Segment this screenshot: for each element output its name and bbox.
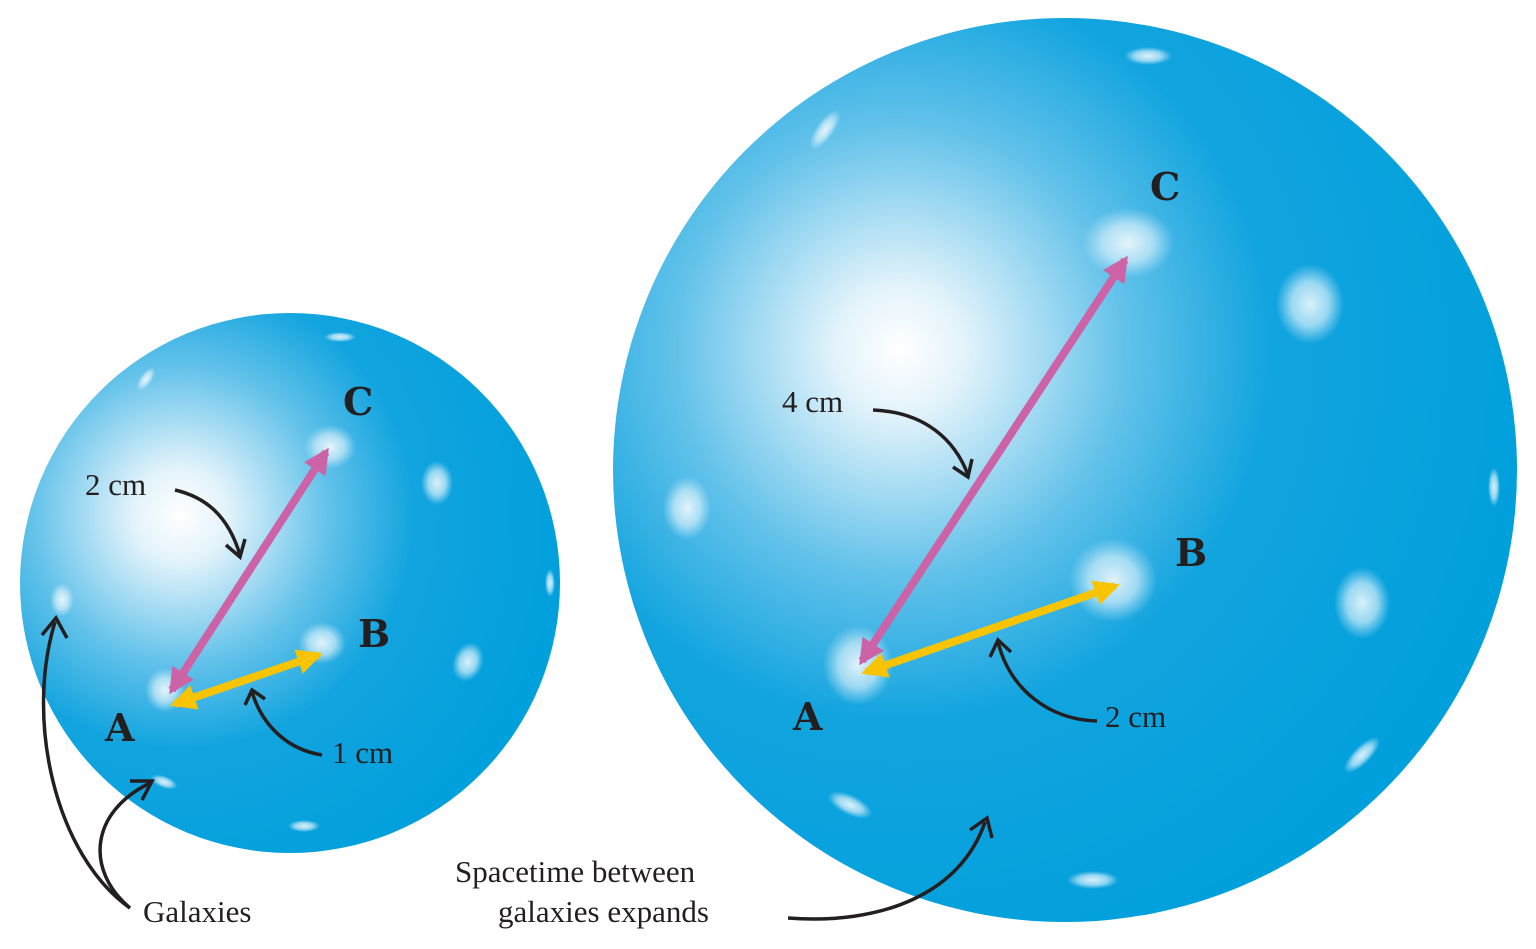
galaxies-annotation: Galaxies: [40, 614, 251, 929]
galaxies-pointer-long-head: [40, 614, 69, 639]
galaxy: [288, 820, 320, 832]
galaxy: [304, 425, 356, 469]
galaxies-pointer-short-head: [130, 779, 155, 801]
pointer-arrowhead-2cm: [224, 538, 247, 561]
large-label-c: C: [1150, 164, 1180, 209]
pointer-arrow-2cm-large: [996, 641, 1098, 723]
pointer-arrow-4cm: [872, 408, 970, 476]
galaxy: [1069, 538, 1157, 622]
galaxies-pointer-long: [41, 621, 132, 910]
pointer-arrowhead-2cm-large: [988, 637, 1013, 658]
galaxy: [1334, 567, 1390, 639]
pointer-arrow-2cm: [174, 488, 242, 556]
expansion-caption-line2: galaxies expands: [498, 894, 709, 929]
galaxies-caption: Galaxies: [143, 894, 251, 929]
small-sphere-body: [20, 313, 560, 853]
galaxy: [421, 461, 453, 505]
arrow-a-b-small: [170, 649, 323, 710]
large-distance-ab: 2 cm: [1105, 699, 1166, 734]
galaxy: [545, 569, 555, 597]
large-label-a: A: [792, 694, 823, 739]
small-distance-ab: 1 cm: [332, 735, 393, 770]
expansion-pointer-head: [968, 815, 994, 839]
galaxy: [1067, 871, 1119, 889]
arrow-a-b-large: [861, 580, 1120, 678]
galaxy: [452, 642, 484, 682]
large-distance-ac: 4 cm: [782, 384, 843, 419]
small-label-a: A: [104, 705, 135, 750]
galaxy: [1276, 264, 1344, 344]
galaxy: [1488, 467, 1500, 507]
small-label-c: C: [343, 379, 373, 424]
expansion-caption-line1: Spacetime between: [455, 854, 696, 889]
pointer-arrow-1cm: [250, 691, 323, 757]
galaxy: [150, 774, 178, 790]
galaxy: [809, 109, 841, 151]
pointer-arrowhead-1cm: [243, 687, 266, 706]
galaxy: [136, 367, 156, 391]
small-distance-ac: 2 cm: [85, 467, 146, 502]
galaxy: [1343, 736, 1381, 774]
galaxy: [827, 791, 873, 819]
small-label-b: B: [358, 611, 390, 656]
small-sphere: C B A 2 cm 1 cm: [20, 313, 560, 853]
galaxies-pointer-short: [98, 781, 151, 910]
large-sphere-body: [613, 18, 1517, 922]
large-label-b: B: [1175, 530, 1207, 575]
galaxy: [324, 332, 356, 342]
galaxy: [663, 476, 711, 540]
expansion-annotation: Spacetime between galaxies expands: [455, 815, 994, 929]
expansion-pointer: [787, 821, 987, 921]
galaxy: [1082, 208, 1174, 278]
pointer-arrowhead-4cm: [952, 458, 974, 480]
large-sphere: C B A 4 cm 2 cm: [613, 18, 1517, 922]
galaxy: [1124, 47, 1172, 65]
galaxy: [50, 583, 74, 617]
